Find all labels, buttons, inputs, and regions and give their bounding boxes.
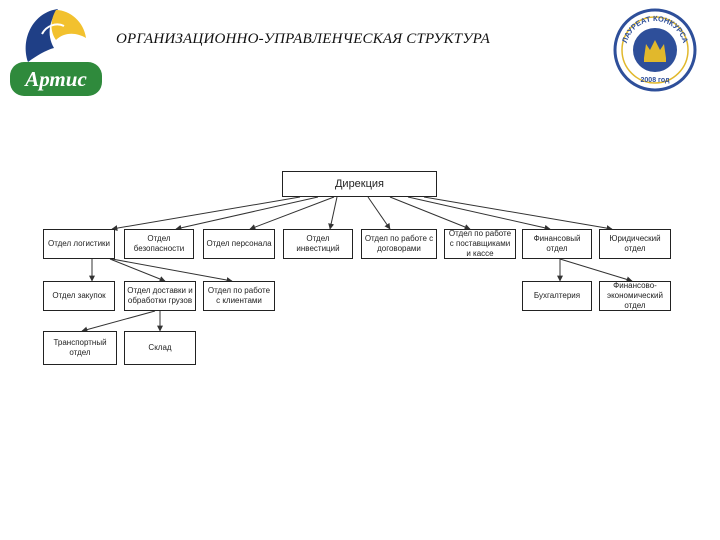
page-title: ОРГАНИЗАЦИОННО-УПРАВЛЕНЧЕСКАЯ СТРУКТУРА [116,31,491,47]
org-node-level1: Отдел по работе с поставщиками и кассе [444,229,516,259]
org-node-level1: Юридический отдел [599,229,671,259]
org-node-level3: Склад [124,331,196,365]
org-node-level2: Финансово-экономический отдел [599,281,671,311]
org-node-root: Дирекция [282,171,437,197]
org-node-level1: Отдел персонала [203,229,275,259]
org-node-level1: Отдел безопасности [124,229,194,259]
org-node-level2: Отдел закупок [43,281,115,311]
org-node-level2: Бухгалтерия [522,281,592,311]
company-logo: Артис [6,4,106,100]
org-node-level2: Отдел по работе с клиентами [203,281,275,311]
org-node-level1: Отдел инвестиций [283,229,353,259]
laureate-seal: ЛАУРЕАТ КОНКУРСА 2008 год [612,6,698,98]
seal-year: 2008 год [641,77,671,84]
org-node-level3: Транспортный отдел [43,331,117,365]
org-node-level1: Отдел по работе с договорами [361,229,437,259]
logo-text: Артис [23,67,87,91]
org-node-level2: Отдел доставки и обработки грузов [124,281,196,311]
org-node-level1: Отдел логистики [43,229,115,259]
org-node-level1: Финансовый отдел [522,229,592,259]
